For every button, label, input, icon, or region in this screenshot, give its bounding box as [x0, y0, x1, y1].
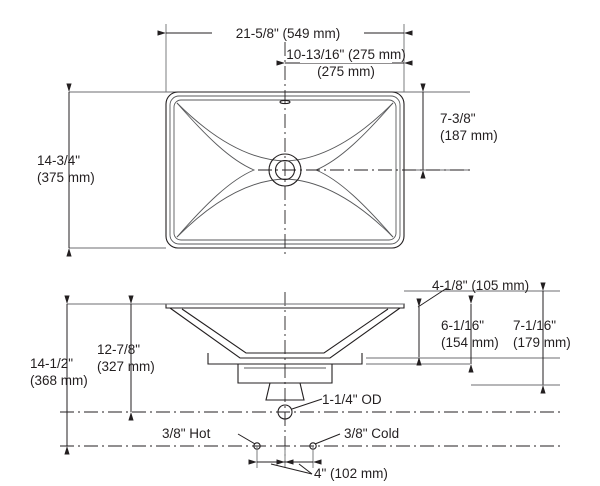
leader-line-rim-thickness [417, 287, 448, 308]
dim-label-cold-supply: 3/8" Cold [344, 426, 399, 441]
dim-label-front-to-center-mm: (187 mm) [440, 128, 498, 143]
dim-label-hot-supply: 3/8" Hot [162, 426, 211, 441]
dim-label-overall-width: 21-5/8" (549 mm) [236, 26, 341, 41]
drain-outlet-symbol [277, 404, 293, 420]
leader-line-drain-od [291, 398, 323, 410]
overflow-slot [279, 99, 291, 105]
drain-outer-circle [268, 153, 302, 187]
dim-label-overall-depth: 14-3/4" [37, 153, 80, 168]
dim-label-rim-to-floor-mm: (368 mm) [30, 373, 88, 388]
dim-label-overall-depth-mm: (375 mm) [37, 170, 95, 185]
dim-label-bowl-depth: 6-1/16" [441, 318, 484, 333]
leader-line-supply-spacing-right [298, 463, 313, 475]
leader-line-hot-supply [237, 433, 256, 445]
dim-label-drain-od: 1-1/4" OD [322, 392, 382, 407]
drain-inner-circle [274, 159, 296, 181]
plan-view-group: 21-5/8" (549 mm) 10-13/16" (275 mm) (275… [37, 23, 498, 257]
dim-label-center-to-right-mm: (275 mm) [317, 64, 375, 79]
dim-label-overall-height: 7-1/16" [513, 318, 556, 333]
dim-label-rim-to-outlet-mm: (327 mm) [97, 359, 155, 374]
dim-label-supply-spacing: 4" (102 mm) [314, 466, 388, 481]
dim-label-center-to-right: 10-13/16" (275 mm) [286, 47, 406, 62]
dim-label-front-to-center: 7-3/8" [440, 111, 476, 126]
label-bg-overall-width [212, 23, 364, 42]
leader-line-cold-supply [314, 433, 341, 445]
dim-label-rim-to-floor: 14-1/2" [30, 356, 73, 371]
label-bg-center-right-1 [300, 46, 392, 63]
section-view-group: 4-1/8" (105 mm) 6-1/16" (154 mm) 7-1/16"… [30, 278, 571, 481]
dim-label-rim-to-outlet: 12-7/8" [97, 342, 140, 357]
bowl-curve-left [176, 102, 256, 238]
dim-label-bowl-depth-mm: (154 mm) [441, 335, 499, 350]
leader-line-supply-spacing-left [270, 463, 313, 475]
dim-label-overall-height-mm: (179 mm) [513, 335, 571, 350]
dim-label-rim-thickness: 4-1/8" (105 mm) [432, 278, 529, 293]
